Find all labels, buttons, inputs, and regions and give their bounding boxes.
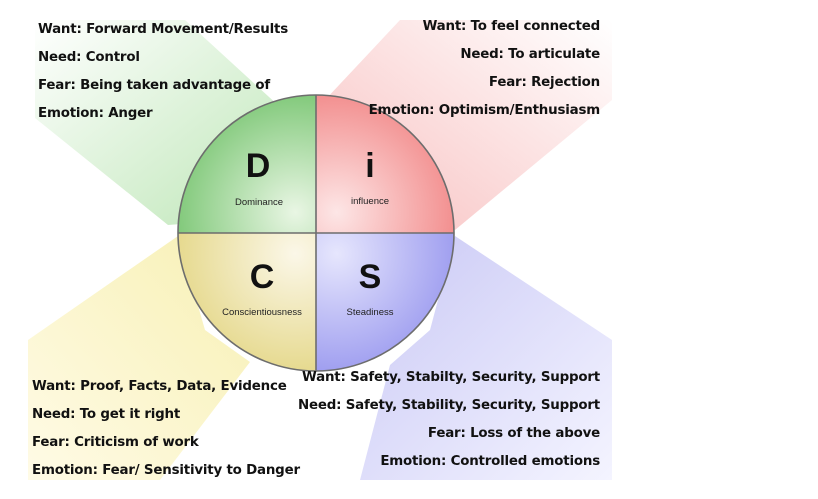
influence-letter: i xyxy=(365,147,374,185)
dominance-emotion: Emotion: Anger xyxy=(38,106,153,121)
conscientiousness-need: Need: To get it right xyxy=(32,407,181,422)
steadiness-emotion: Emotion: Controlled emotions xyxy=(380,454,600,469)
conscientiousness-letter: C xyxy=(250,258,275,296)
dominance-traits: Want: Forward Movement/Results Need: Con… xyxy=(38,16,288,128)
dominance-label: Dominance xyxy=(235,197,283,208)
influence-traits: Want: To feel connected Need: To articul… xyxy=(368,13,601,125)
steadiness-traits: Want: Safety, Stabilty, Security, Suppor… xyxy=(298,364,600,476)
steadiness-fear: Fear: Loss of the above xyxy=(427,426,600,441)
influence-want: Want: To feel connected xyxy=(422,19,601,34)
steadiness-need: Need: Safety, Stability, Security, Suppo… xyxy=(297,398,600,413)
steadiness-label: Steadiness xyxy=(346,307,393,318)
conscientiousness-traits: Want: Proof, Facts, Data, Evidence Need:… xyxy=(32,373,300,485)
conscientiousness-label: Conscientiousness xyxy=(222,307,302,318)
conscientiousness-fear: Fear: Criticism of work xyxy=(32,435,199,450)
dominance-quadrant xyxy=(178,95,316,233)
conscientiousness-want: Want: Proof, Facts, Data, Evidence xyxy=(32,379,287,394)
conscientiousness-emotion: Emotion: Fear/ Sensitivity to Danger xyxy=(32,463,300,478)
conscientiousness-quadrant xyxy=(178,233,316,371)
influence-fear: Fear: Rejection xyxy=(488,75,600,90)
dominance-want: Want: Forward Movement/Results xyxy=(38,22,288,37)
influence-ray xyxy=(325,20,612,230)
dominance-letter: D xyxy=(246,147,271,185)
steadiness-ray xyxy=(360,236,612,480)
dominance-need: Need: Control xyxy=(38,50,140,65)
influence-quadrant xyxy=(316,95,454,233)
dominance-fear: Fear: Being taken advantage of xyxy=(38,78,270,93)
influence-label: influence xyxy=(351,196,389,207)
steadiness-want: Want: Safety, Stabilty, Security, Suppor… xyxy=(302,370,600,385)
steadiness-quadrant xyxy=(316,233,454,371)
influence-need: Need: To articulate xyxy=(460,47,600,62)
steadiness-letter: S xyxy=(359,258,382,296)
influence-emotion: Emotion: Optimism/Enthusiasm xyxy=(368,103,601,118)
